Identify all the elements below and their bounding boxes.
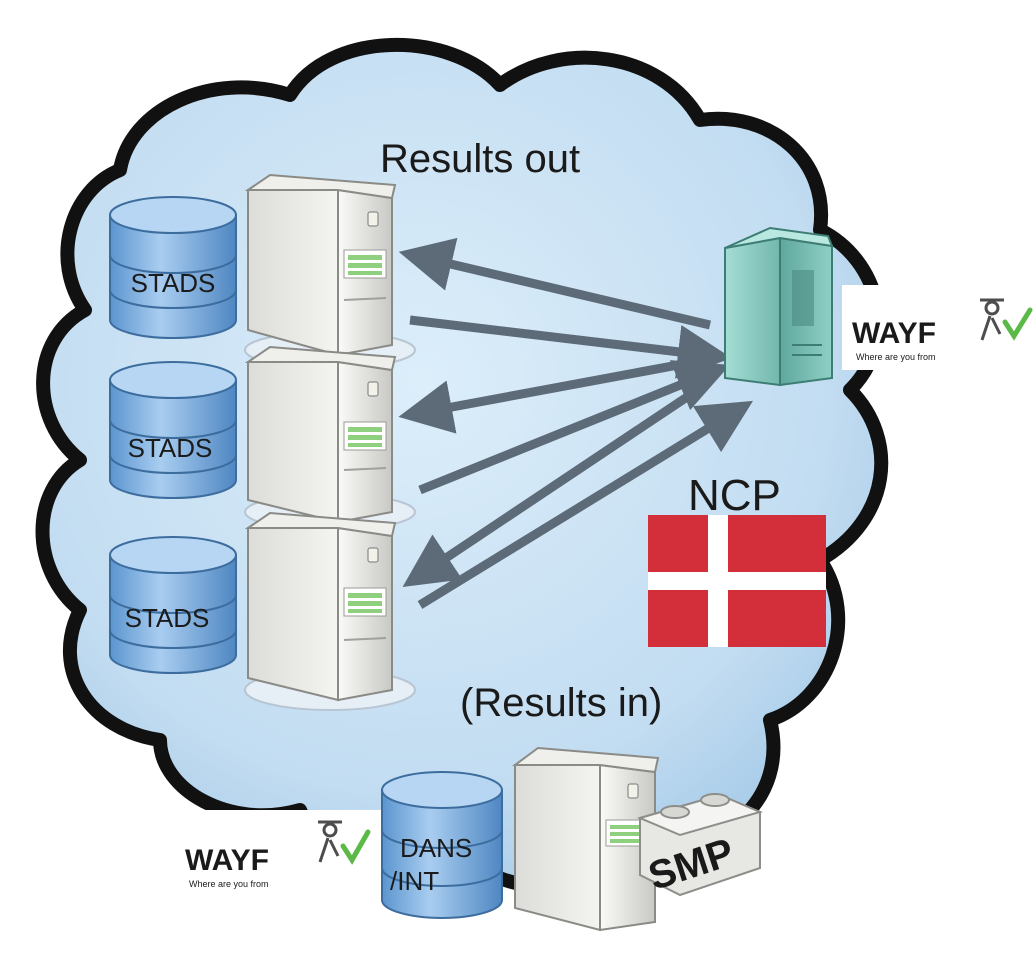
arrow-ncp-to-server-1: [398, 237, 712, 330]
server-tower-1: [244, 173, 416, 369]
database-label: STADS: [125, 603, 210, 633]
arrow-ncp-to-server-3: [402, 381, 708, 587]
arrow-server-3-to-ncp: [417, 400, 754, 609]
arrow-server-2-to-ncp: [418, 360, 731, 495]
results-out-label: Results out: [380, 137, 580, 181]
danish-flag-icon: [648, 515, 826, 647]
ncp-label: NCP: [688, 471, 781, 520]
wayf-checkmark-icon: [1002, 307, 1033, 341]
wayf-person-icon: [980, 298, 1004, 341]
results-in-label: (Results in): [460, 681, 662, 725]
server-tower-bottom: [511, 746, 660, 932]
database-label: STADS: [131, 268, 216, 298]
server-tower-3: [244, 511, 416, 711]
server-tower-2: [244, 345, 416, 531]
wayf-name: WAYF: [852, 317, 936, 350]
database-label-line2: /INT: [390, 866, 439, 896]
database-label-line1: DANS: [400, 833, 472, 863]
wayf-tagline: Where are you from: [189, 879, 269, 889]
arrow-server-1-to-ncp: [409, 315, 732, 379]
database-1: STADS: [109, 196, 237, 339]
database-label: STADS: [128, 433, 213, 463]
arrow-ncp-to-server-2: [398, 355, 706, 434]
wayf-person-icon: [318, 820, 342, 863]
wayf-tagline: Where are you from: [856, 352, 936, 362]
database-dans-int: DANS /INT: [381, 771, 503, 919]
arrows: [398, 237, 754, 609]
wayf-logo-top: WAYF Where are you from: [842, 285, 1034, 370]
ncp-server: [724, 226, 834, 387]
wayf-name: WAYF: [185, 844, 269, 877]
database-2: STADS: [109, 361, 237, 499]
database-3: STADS: [109, 536, 237, 674]
wayf-logo-bottom: WAYF Where are you from: [175, 810, 385, 890]
wayf-checkmark-icon: [340, 829, 371, 865]
